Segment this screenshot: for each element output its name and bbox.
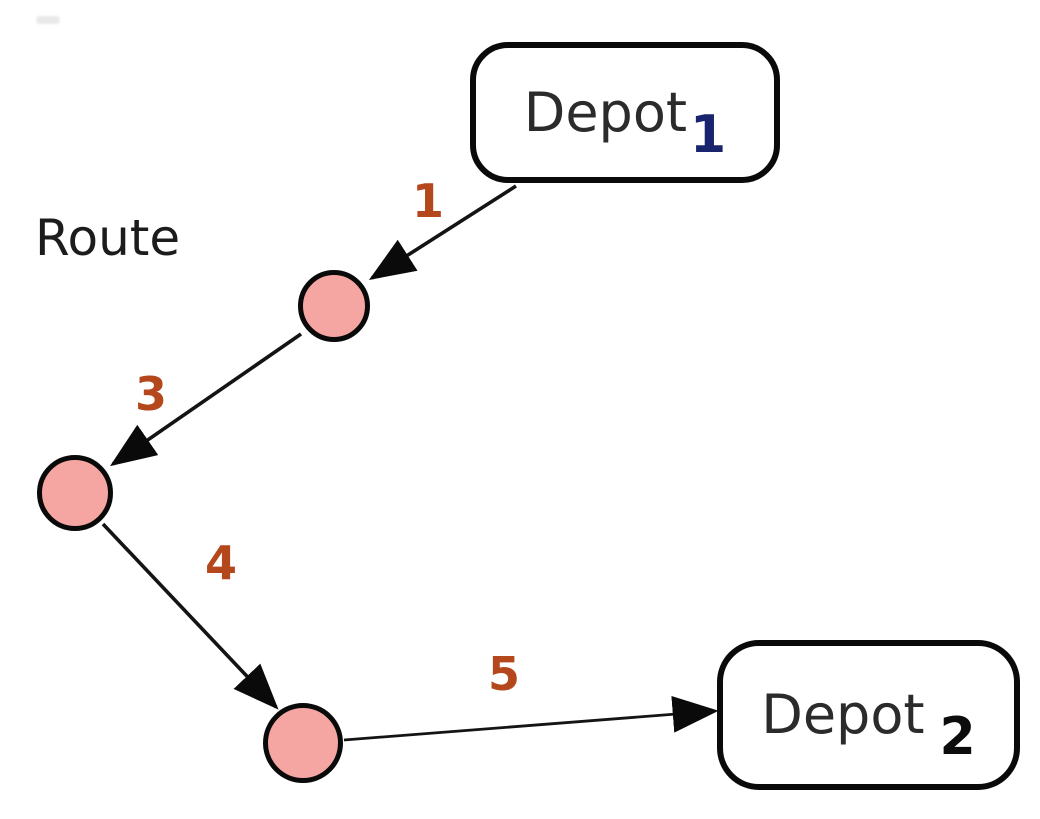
route-edge-1: [368, 184, 517, 280]
edge-weight-label-3: 3: [134, 367, 168, 421]
depot-2-number: 2: [939, 707, 976, 767]
route-title: Route: [35, 209, 181, 267]
depot-1-number: 1: [690, 104, 727, 165]
route-edge-5: [343, 695, 719, 742]
depot-2-label: Depot: [761, 683, 925, 746]
customer-node-2: [37, 455, 113, 531]
route-edge-3: [109, 332, 303, 467]
smudge-artifact: [36, 16, 60, 24]
edge-weight-label-5: 5: [487, 647, 521, 701]
edge-weight-label-4: 4: [204, 536, 238, 590]
route-edge-4: [101, 522, 279, 710]
depot-1-label: Depot: [523, 80, 688, 144]
customer-node-1: [298, 270, 370, 342]
customer-node-3: [263, 703, 343, 783]
edge-weight-label-1: 1: [411, 174, 445, 228]
